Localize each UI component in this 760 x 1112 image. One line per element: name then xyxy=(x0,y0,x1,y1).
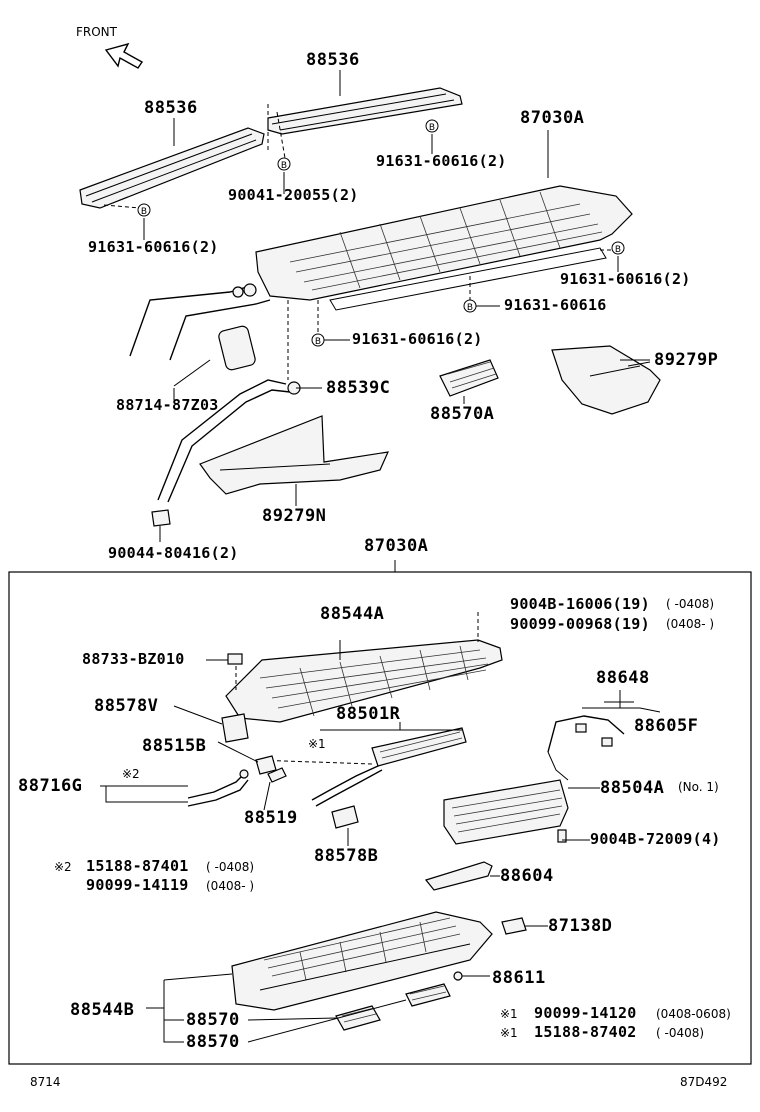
svg-text:B: B xyxy=(315,337,321,347)
footer-right-code: 87D492 xyxy=(680,1075,728,1089)
rail-88536-top xyxy=(267,87,463,159)
label-88605F: 88605F xyxy=(634,716,699,736)
label-90099-00968: 90099-00968(19) xyxy=(510,615,650,633)
label-88501R: 88501R xyxy=(336,704,401,724)
label-90099-14119: 90099-14119 xyxy=(86,876,189,894)
label-91631-left: 91631-60616(2) xyxy=(88,238,219,256)
label-88544A: 88544A xyxy=(320,604,385,624)
label-88536-top: 88536 xyxy=(306,50,360,70)
label-15188-87402-range: ( -0408) xyxy=(656,1026,705,1040)
bracket-88578V xyxy=(173,705,249,743)
label-note1-line1-mark: ※1 xyxy=(500,1007,518,1021)
label-90099-14120: 90099-14120 xyxy=(534,1004,637,1022)
label-note2-mark: ※2 xyxy=(122,767,140,781)
label-90044: 90044-80416(2) xyxy=(108,544,239,562)
grille-88570-a xyxy=(335,1005,381,1031)
label-88716G: 88716G xyxy=(18,776,83,796)
label-15188-87401: 15188-87401 xyxy=(86,857,189,875)
label-9004B-72009: 9004B-72009(4) xyxy=(590,830,721,848)
label-9004B-16006-range: ( -0408) xyxy=(666,597,715,611)
footer-left-code: 8714 xyxy=(30,1075,61,1089)
label-89279P: 89279P xyxy=(654,350,719,370)
part-88611 xyxy=(453,971,463,981)
label-87030A-upper: 87030A xyxy=(520,108,585,128)
circled-B-icon-group: B B B B B B xyxy=(137,119,625,347)
front-label: FRONT xyxy=(76,25,117,39)
label-87138D: 87138D xyxy=(548,916,613,936)
label-88648: 88648 xyxy=(596,668,650,688)
part-88519 xyxy=(263,767,287,811)
label-90099-14119-range: (0408- ) xyxy=(206,879,255,893)
label-91631-bottom: 91631-60616(2) xyxy=(352,330,483,348)
label-note1-mark: ※1 xyxy=(308,737,326,751)
svg-text:B: B xyxy=(467,303,473,313)
block-88578B xyxy=(331,805,359,829)
assembly-frame xyxy=(8,571,752,1065)
label-91631-right: 91631-60616(2) xyxy=(560,270,691,288)
harness-88648 xyxy=(547,707,661,781)
label-87030A-assembly: 87030A xyxy=(364,536,429,556)
label-88544B: 88544B xyxy=(70,1000,135,1020)
label-90099-14120-range: (0408-0608) xyxy=(656,1007,731,1021)
label-88570-b: 88570 xyxy=(186,1032,240,1052)
label-88504A-note: (No. 1) xyxy=(678,780,719,794)
label-90041: 90041-20055(2) xyxy=(228,186,359,204)
rail-88536-left xyxy=(79,127,265,209)
svg-text:B: B xyxy=(429,123,435,133)
label-88604: 88604 xyxy=(500,866,554,886)
hose-88714 xyxy=(129,283,271,387)
housing-88544B xyxy=(231,911,493,1011)
duct-87030A-upper xyxy=(255,185,633,336)
label-note1-line2-mark: ※1 xyxy=(500,1026,518,1040)
blower-88504A xyxy=(443,779,569,845)
cover-89279N xyxy=(199,415,389,506)
svg-text:B: B xyxy=(281,161,287,171)
label-88536-left: 88536 xyxy=(144,98,198,118)
label-88714: 88714-87Z03 xyxy=(116,396,219,414)
hose-88539C xyxy=(151,300,301,542)
label-88733: 88733-BZ010 xyxy=(82,650,185,668)
leader-lines xyxy=(100,70,650,1043)
housing-88544A xyxy=(225,612,503,723)
svg-text:B: B xyxy=(141,207,147,217)
svg-text:B: B xyxy=(615,245,621,255)
grille-88570A xyxy=(439,359,499,402)
label-90099-00968-range: (0408- ) xyxy=(666,617,715,631)
front-arrow-icon xyxy=(104,42,144,69)
cover-89279P xyxy=(551,345,661,415)
label-91631-single: 91631-60616 xyxy=(504,296,607,314)
evaporator-88501R xyxy=(255,727,467,807)
label-91631-top: 91631-60616(2) xyxy=(376,152,507,170)
label-88570-a: 88570 xyxy=(186,1010,240,1030)
label-note2-line1-mark: ※2 xyxy=(54,860,72,874)
part-88604 xyxy=(424,861,493,891)
label-88539C: 88539C xyxy=(326,378,391,398)
label-15188-87402: 15188-87402 xyxy=(534,1023,637,1041)
hose-88716G xyxy=(187,769,249,807)
label-88570A: 88570A xyxy=(430,404,495,424)
part-87138D xyxy=(501,917,527,935)
label-88611: 88611 xyxy=(492,968,546,988)
grille-88570-b xyxy=(405,983,451,1007)
label-88515B: 88515B xyxy=(142,736,207,756)
label-88578B: 88578B xyxy=(314,846,379,866)
label-88519: 88519 xyxy=(244,808,298,828)
label-89279N: 89279N xyxy=(262,506,327,526)
label-88733 xyxy=(227,653,243,665)
label-88578V: 88578V xyxy=(94,696,159,716)
label-15188-87401-range: ( -0408) xyxy=(206,860,255,874)
label-88504A: 88504A xyxy=(600,778,665,798)
valve-88515B xyxy=(217,741,277,775)
label-9004B-16006: 9004B-16006(19) xyxy=(510,595,650,613)
